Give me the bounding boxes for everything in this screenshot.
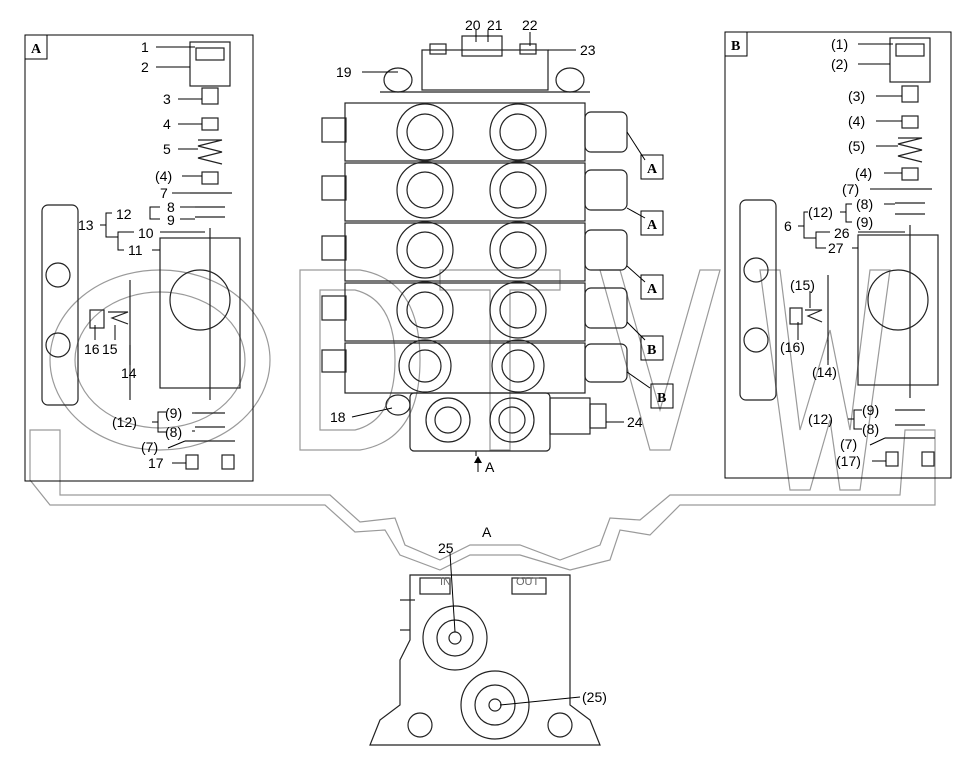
label-b-7: (7) bbox=[842, 181, 859, 197]
label-18: 18 bbox=[330, 409, 346, 425]
panel-a-corner-letter: A bbox=[31, 42, 42, 57]
panel-a-leaders bbox=[94, 46, 205, 464]
label-24: 24 bbox=[627, 414, 643, 430]
label-b-17: (17) bbox=[836, 453, 861, 469]
label-a-11: 11 bbox=[128, 242, 143, 258]
label-b-5: (5) bbox=[848, 138, 865, 154]
label-b-15: (15) bbox=[790, 277, 815, 293]
bottom-view-body bbox=[369, 574, 601, 746]
label-a-15: 15 bbox=[102, 341, 118, 357]
label-a-12: 12 bbox=[116, 206, 132, 222]
center-valve-body bbox=[321, 35, 628, 456]
panel-b-leaders bbox=[797, 43, 905, 462]
center-leaders bbox=[351, 30, 651, 472]
label-20: 20 bbox=[465, 17, 481, 33]
watermark-gear bbox=[29, 429, 936, 571]
tag-box-3 bbox=[640, 274, 664, 300]
label-b-14: (14) bbox=[812, 364, 837, 380]
label-b-7b: (7) bbox=[840, 436, 857, 452]
label-b-2: (2) bbox=[831, 56, 848, 72]
label-b-1: (1) bbox=[831, 36, 848, 52]
label-a-9b: (9) bbox=[165, 405, 182, 421]
label-a-10: 10 bbox=[138, 225, 154, 241]
label-a-8: 8 bbox=[167, 199, 175, 215]
label-b-4b: (4) bbox=[855, 165, 872, 181]
panel-b-parts bbox=[739, 37, 939, 467]
tag-box-2 bbox=[640, 210, 664, 236]
panel-a-frame bbox=[24, 34, 254, 482]
label-25: 25 bbox=[438, 540, 454, 556]
label-25b: (25) bbox=[582, 689, 607, 705]
tag-4: B bbox=[647, 343, 656, 358]
tag-1: A bbox=[647, 162, 658, 177]
label-23: 23 bbox=[580, 42, 596, 58]
panel-b-corner-box bbox=[724, 31, 748, 57]
label-a-8b: (8) bbox=[165, 424, 182, 440]
label-b-12b: (12) bbox=[808, 411, 833, 427]
panel-b-frame bbox=[724, 31, 952, 479]
label-a-9: 9 bbox=[167, 212, 175, 228]
port-out: OUT bbox=[516, 576, 540, 588]
label-b-3: (3) bbox=[848, 88, 865, 104]
label-a-16: 16 bbox=[84, 341, 100, 357]
section-letter: A bbox=[482, 524, 492, 540]
label-a-2: 2 bbox=[141, 59, 149, 75]
port-in: IN bbox=[440, 576, 451, 588]
label-a-3: 3 bbox=[163, 91, 171, 107]
tag-3: A bbox=[647, 282, 658, 297]
label-b-8: (8) bbox=[856, 196, 873, 212]
leader-25b bbox=[499, 696, 581, 706]
tag-5: B bbox=[657, 391, 666, 406]
label-b-9b: (9) bbox=[862, 402, 879, 418]
label-b-27: 27 bbox=[828, 240, 844, 256]
tag-box-1 bbox=[640, 154, 664, 180]
panel-a-corner-box bbox=[24, 34, 48, 60]
tag-box-4 bbox=[640, 335, 664, 361]
label-b-12: (12) bbox=[808, 204, 833, 220]
leader-25 bbox=[449, 552, 456, 633]
label-21: 21 bbox=[487, 17, 503, 33]
label-b-4: (4) bbox=[848, 113, 865, 129]
label-19: 19 bbox=[336, 64, 352, 80]
label-a-14: 14 bbox=[121, 365, 137, 381]
panel-b-corner-letter: B bbox=[731, 39, 740, 54]
label-a-12b: (12) bbox=[112, 414, 137, 430]
label-b-26: 26 bbox=[834, 225, 850, 241]
label-b-16: (16) bbox=[780, 339, 805, 355]
view-arrow-letter: A bbox=[485, 459, 495, 475]
label-a-7: 7 bbox=[160, 185, 168, 201]
label-22: 22 bbox=[522, 17, 538, 33]
label-a-5: 5 bbox=[163, 141, 171, 157]
view-arrow-head bbox=[474, 456, 482, 463]
label-b-8b: (8) bbox=[862, 421, 879, 437]
tag-2: A bbox=[647, 218, 658, 233]
label-a-4b: (4) bbox=[155, 168, 172, 184]
tag-box-5 bbox=[650, 383, 674, 409]
label-a-7b: (7) bbox=[141, 439, 158, 455]
watermark-logo bbox=[49, 269, 891, 491]
label-a-1: 1 bbox=[141, 39, 149, 55]
panel-a-parts bbox=[41, 41, 241, 470]
label-a-4: 4 bbox=[163, 116, 171, 132]
label-b-9: (9) bbox=[856, 214, 873, 230]
label-a-13: 13 bbox=[78, 217, 94, 233]
label-a-17: 17 bbox=[148, 455, 164, 471]
label-b-6: 6 bbox=[784, 218, 792, 234]
